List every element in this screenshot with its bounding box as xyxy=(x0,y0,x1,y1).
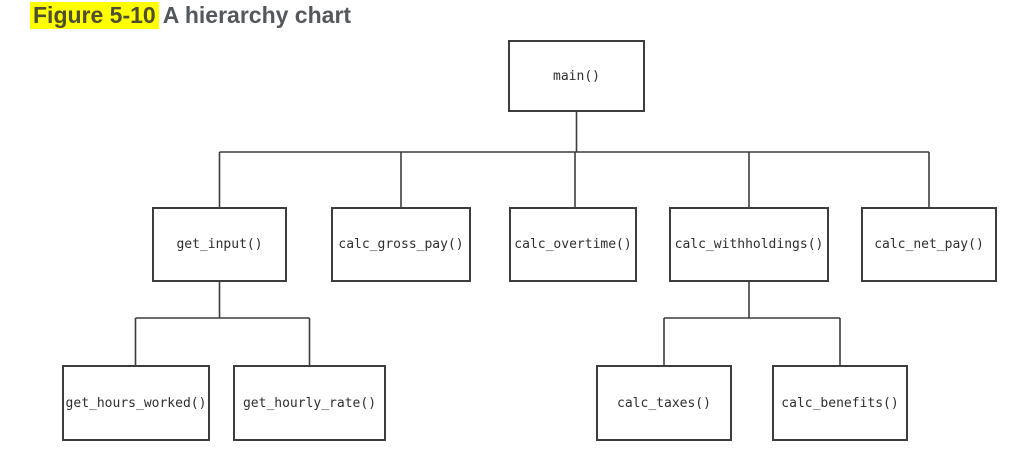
figure-caption: A hierarchy chart xyxy=(162,2,352,28)
node-get-input-label: get_input() xyxy=(176,237,263,252)
node-get-hours-worked-label: get_hours_worked() xyxy=(65,395,207,411)
node-calc-gross-pay: calc_gross_pay() xyxy=(331,207,471,282)
node-calc-net-pay-label: calc_net_pay() xyxy=(874,237,984,252)
node-calc-overtime: calc_overtime() xyxy=(509,207,637,282)
node-get-hourly-rate: get_hourly_rate() xyxy=(233,365,386,441)
node-main: main() xyxy=(508,40,645,112)
node-calc-withholdings-label: calc_withholdings() xyxy=(674,237,824,252)
node-calc-taxes: calc_taxes() xyxy=(596,365,732,441)
node-calc-withholdings: calc_withholdings() xyxy=(669,207,829,282)
node-main-label: main() xyxy=(553,68,600,84)
node-get-input: get_input() xyxy=(152,207,287,282)
node-get-hours-worked: get_hours_worked() xyxy=(62,365,210,441)
figure-number-highlight: Figure 5-10 xyxy=(30,2,159,29)
node-calc-overtime-label: calc_overtime() xyxy=(514,237,632,252)
node-calc-benefits-label: calc_benefits() xyxy=(781,395,899,411)
node-calc-gross-pay-label: calc_gross_pay() xyxy=(338,237,464,252)
node-get-hourly-rate-label: get_hourly_rate() xyxy=(242,395,377,411)
node-calc-net-pay: calc_net_pay() xyxy=(861,207,997,282)
node-calc-taxes-label: calc_taxes() xyxy=(617,395,711,411)
node-calc-benefits: calc_benefits() xyxy=(772,365,908,441)
